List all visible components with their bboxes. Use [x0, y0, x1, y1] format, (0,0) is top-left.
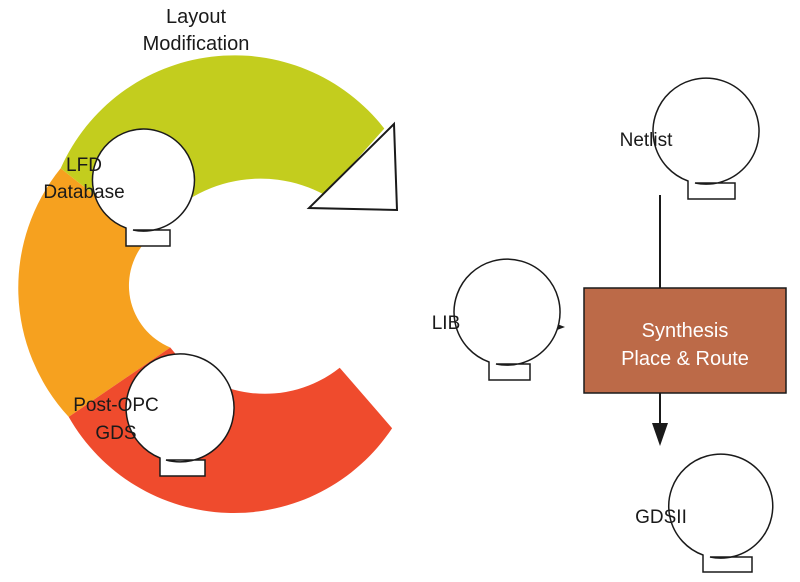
synthesis-label-line1: Synthesis — [642, 320, 729, 342]
design-flow: Netlist LIB Synthesis Place & Route GDSI… — [432, 77, 787, 573]
lfd-database-label-line2: Database — [43, 182, 124, 203]
cycle-title-line1: Layout — [166, 6, 226, 28]
lib-label: LIB — [432, 313, 461, 334]
synthesis-node: Synthesis Place & Route — [583, 287, 787, 394]
cycle-arrowhead — [306, 121, 399, 212]
lfd-database-label-line1: LFD — [66, 155, 102, 176]
lfd-database-node: LFD Database — [43, 128, 196, 247]
synthesis-box — [583, 287, 787, 394]
gdsii-arrowhead — [652, 423, 668, 446]
lib-bubble — [453, 258, 561, 381]
netlist-bubble — [652, 77, 760, 200]
lib-node: LIB — [432, 258, 561, 381]
synthesis-label-line2: Place & Route — [621, 348, 749, 370]
cycle-title-line2: Modification — [143, 33, 250, 55]
netlist-label: Netlist — [620, 130, 674, 151]
gdsii-node: GDSII — [635, 453, 774, 573]
gdsii-label: GDSII — [635, 507, 687, 528]
cycle-diagram: Layout Modification LFD Database Post-OP… — [18, 6, 399, 514]
lfd-database-bubble — [91, 128, 196, 247]
post-opc-gds-node: Post-OPC GDS — [73, 353, 235, 477]
netlist-node: Netlist — [620, 77, 760, 200]
post-opc-gds-label-line1: Post-OPC — [73, 395, 159, 416]
post-opc-gds-bubble — [125, 353, 235, 477]
gdsii-bubble — [668, 453, 774, 573]
post-opc-gds-label-line2: GDS — [95, 423, 136, 444]
